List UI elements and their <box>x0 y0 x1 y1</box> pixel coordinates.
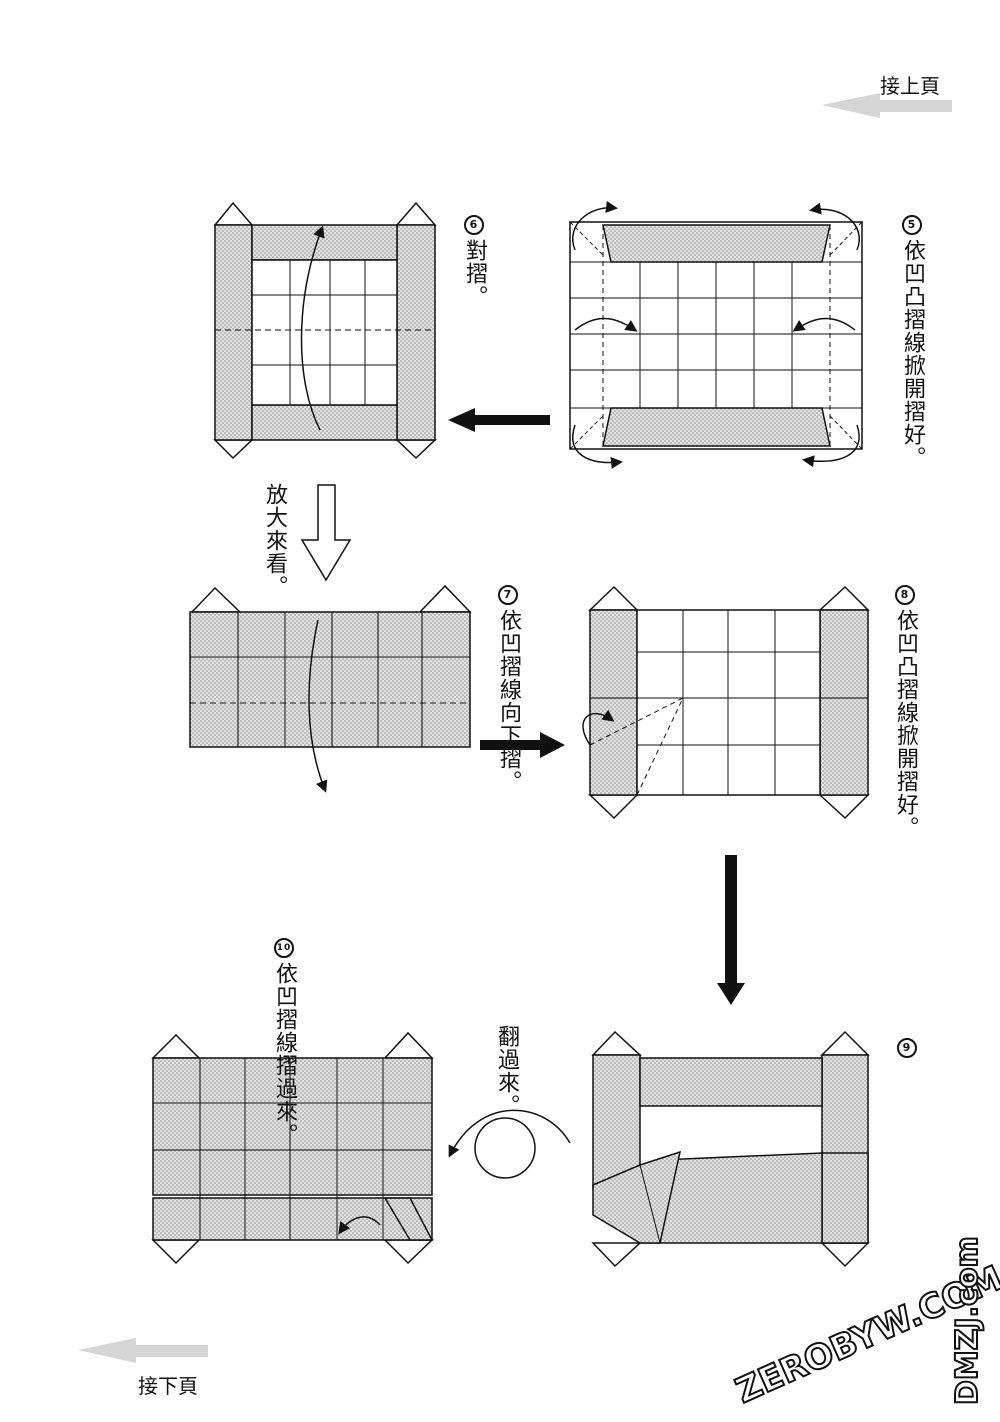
step9-number: 9 <box>897 1038 917 1058</box>
step10-text: 依凹摺線摺過來。 <box>272 962 297 1146</box>
step8-caption: 8 依凹凸摺線掀開摺好。 <box>893 585 918 839</box>
step7-caption: 7 依凹摺線向下摺。 <box>496 585 521 793</box>
step6-caption: 6 對摺。 <box>462 215 487 308</box>
step9-caption: 9 <box>895 1038 919 1062</box>
step-arrow-5-to-6-icon <box>448 408 550 432</box>
step6-text: 對摺。 <box>462 239 487 308</box>
step5-diagram <box>569 200 863 469</box>
next-page-arrow-icon[interactable] <box>78 1338 208 1363</box>
step10-diagram <box>151 1031 434 1265</box>
step8-text: 依凹凸摺線掀開摺好。 <box>893 609 918 839</box>
step5-text: 依凹凸摺線掀開摺好。 <box>900 239 925 469</box>
step6-number: 6 <box>464 215 484 235</box>
step9-diagram <box>591 1030 870 1268</box>
flip-over-icon <box>448 1109 571 1179</box>
enlarge-note: 放大來看。 <box>262 483 287 598</box>
step7-number: 7 <box>498 585 518 605</box>
next-page-label[interactable]: 接下頁 <box>138 1374 198 1398</box>
step7-diagram <box>189 584 472 793</box>
prev-page-label[interactable]: 接上頁 <box>880 74 940 98</box>
step8-diagram <box>582 585 870 820</box>
step10-number: 10 <box>274 938 294 958</box>
enlarge-arrow-icon <box>300 484 352 582</box>
step10-caption: 10 依凹摺線摺過來。 <box>272 938 297 1146</box>
watermark-side: DMZJ.com <box>949 1235 986 1406</box>
prev-page-arrow-icon[interactable] <box>822 93 952 118</box>
step-arrow-8-to-9-icon <box>717 855 745 1005</box>
step5-caption: 5 依凹凸摺線掀開摺好。 <box>900 215 925 469</box>
step6-diagram <box>213 201 437 460</box>
step8-number: 8 <box>895 585 915 605</box>
step5-number: 5 <box>902 215 922 235</box>
flip-note: 翻過來。 <box>494 1025 519 1117</box>
step7-text: 依凹摺線向下摺。 <box>496 609 521 793</box>
step-arrow-7-to-8-icon <box>480 732 565 758</box>
